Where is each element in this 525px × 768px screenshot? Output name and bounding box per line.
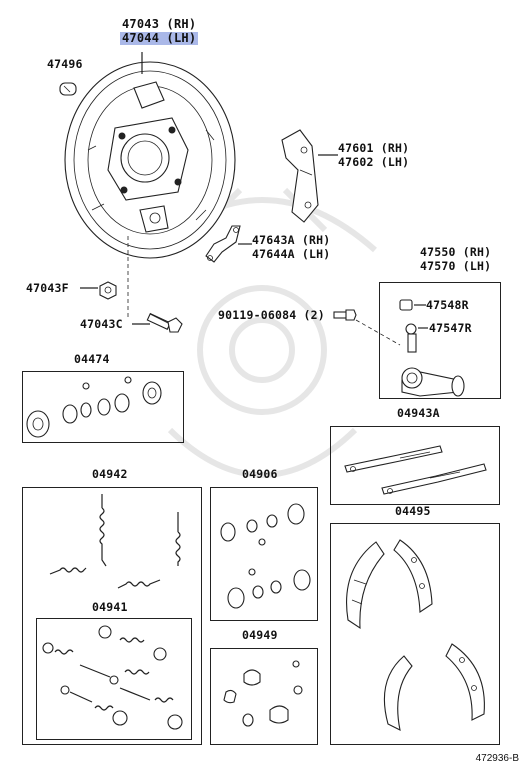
kit-04941-parts — [42, 625, 183, 730]
box-kit-04941 — [36, 618, 192, 740]
label-kit-04943a[interactable]: 04943A — [397, 406, 440, 420]
label-strut-lh[interactable]: 47644A (LH) — [252, 247, 331, 261]
label-lever-lh[interactable]: 47602 (LH) — [338, 155, 410, 169]
mounting-bolt — [146, 312, 183, 333]
label-lever-rh[interactable]: 47601 (RH) — [338, 141, 410, 155]
label-strut-rh[interactable]: 47643A (RH) — [252, 233, 331, 247]
kit-04495-brake-shoes — [346, 539, 485, 731]
kit-04474-parts — [26, 376, 162, 438]
parking-brake-strut — [205, 225, 241, 263]
dashed-90119 — [355, 319, 401, 346]
box-kit-04949 — [210, 648, 318, 745]
label-kit-04949[interactable]: 04949 — [242, 628, 278, 642]
box-kit-04942 — [22, 487, 202, 745]
plug — [59, 82, 77, 96]
label-kit-04941[interactable]: 04941 — [92, 600, 128, 614]
box-kit-04495 — [330, 523, 500, 745]
label-kit-04906[interactable]: 04906 — [242, 467, 278, 481]
box-kit-04474 — [22, 371, 184, 443]
label-kit-04474[interactable]: 04474 — [74, 352, 110, 366]
kit-04942-springs — [49, 494, 181, 589]
label-backing-plate-lh[interactable]: 47044 (LH) — [120, 31, 199, 45]
label-kit-04942[interactable]: 04942 — [92, 467, 128, 481]
label-bleeder[interactable]: 47548R — [426, 298, 469, 312]
box-kit-04943a — [330, 426, 500, 505]
label-wheel-cylinder-lh[interactable]: 47570 (LH) — [420, 259, 492, 273]
backing-plate — [64, 61, 236, 259]
box-wheel-cylinder — [379, 282, 501, 399]
label-backing-plate-rh[interactable]: 47043 (RH) — [122, 17, 197, 31]
label-wheel-cylinder-rh[interactable]: 47550 (RH) — [420, 245, 492, 259]
label-bolt-90119[interactable]: 90119-06084 (2) — [218, 308, 325, 322]
nut — [99, 281, 117, 300]
parking-brake-lever — [281, 129, 319, 223]
label-nut[interactable]: 47043F — [26, 281, 69, 295]
label-kit-04495[interactable]: 04495 — [395, 504, 431, 518]
diagram-reference-code: 472936-B — [475, 753, 519, 764]
bolt-90119 — [333, 309, 357, 321]
label-plug[interactable]: 47496 — [47, 57, 83, 71]
label-cap[interactable]: 47547R — [429, 321, 472, 335]
label-bolt[interactable]: 47043C — [80, 317, 123, 331]
box-kit-04906 — [210, 487, 318, 621]
kit-04943a-parts — [344, 445, 487, 495]
wheel-cylinder — [399, 299, 465, 397]
kit-04949-parts — [223, 660, 303, 727]
kit-04906-parts — [220, 503, 311, 609]
